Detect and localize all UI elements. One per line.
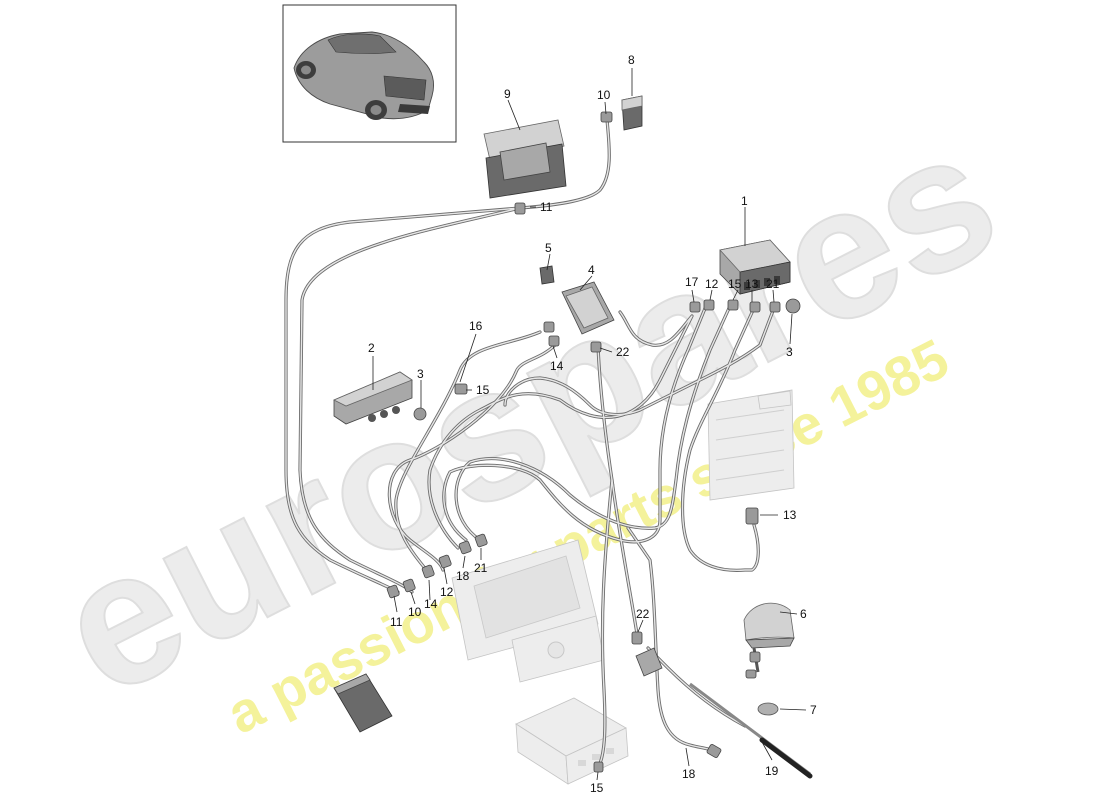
callout-14-mid[interactable]: 14 — [550, 359, 564, 373]
cable-harness — [284, 118, 776, 770]
car-thumbnail-icon — [293, 31, 435, 120]
callout-4[interactable]: 4 — [588, 263, 595, 277]
ghost-tuner-box — [515, 697, 629, 785]
car-thumbnail — [282, 4, 457, 143]
callout-21-bottom[interactable]: 21 — [474, 561, 488, 575]
callout-labels: 1 2 3 3 4 5 6 7 8 9 10 10 11 11 12 12 13… — [368, 53, 817, 795]
callout-11-bottom[interactable]: 11 — [390, 615, 403, 629]
callout-15-mid[interactable]: 15 — [476, 383, 490, 397]
callout-1[interactable]: 1 — [741, 194, 748, 208]
part-19-antenna-rod — [635, 647, 813, 779]
antenna-amplifier-icon — [333, 673, 393, 733]
callout-14-bottom[interactable]: 14 — [424, 597, 438, 611]
roof-antenna-icon — [743, 602, 795, 679]
callout-16[interactable]: 16 — [469, 319, 483, 333]
callout-13-right[interactable]: 13 — [783, 508, 797, 522]
callout-15-top[interactable]: 15 — [728, 277, 742, 291]
callout-21-top[interactable]: 21 — [766, 277, 780, 291]
leader-lines — [372, 68, 807, 781]
ghost-control-module — [707, 389, 795, 501]
callout-15-bottom[interactable]: 15 — [590, 781, 604, 795]
control-unit-icon — [333, 95, 791, 425]
callout-12-bottom[interactable]: 12 — [440, 585, 454, 599]
callout-22-bottom[interactable]: 22 — [636, 607, 650, 621]
callout-13-top[interactable]: 13 — [745, 277, 759, 291]
callout-3-left[interactable]: 3 — [417, 367, 424, 381]
callout-11-top[interactable]: 11 — [540, 200, 553, 214]
callout-9[interactable]: 9 — [504, 87, 511, 101]
callout-19[interactable]: 19 — [765, 764, 779, 778]
callout-10-bottom[interactable]: 10 — [408, 605, 422, 619]
callout-18-bottom-left[interactable]: 18 — [456, 569, 470, 583]
callout-6[interactable]: 6 — [800, 607, 807, 621]
callout-7[interactable]: 7 — [810, 703, 817, 717]
callout-2[interactable]: 2 — [368, 341, 375, 355]
callout-5[interactable]: 5 — [545, 241, 552, 255]
callout-10-top[interactable]: 10 — [597, 88, 611, 102]
callout-3-right[interactable]: 3 — [786, 345, 793, 359]
callout-17[interactable]: 17 — [685, 275, 699, 289]
callout-12-top[interactable]: 12 — [705, 277, 719, 291]
display-unit-icon — [451, 539, 605, 683]
callout-18-bottom[interactable]: 18 — [682, 767, 696, 781]
cable-connector-icon — [386, 111, 801, 773]
callout-8[interactable]: 8 — [628, 53, 635, 67]
part-7 — [757, 702, 779, 716]
callout-22-mid[interactable]: 22 — [616, 345, 630, 359]
